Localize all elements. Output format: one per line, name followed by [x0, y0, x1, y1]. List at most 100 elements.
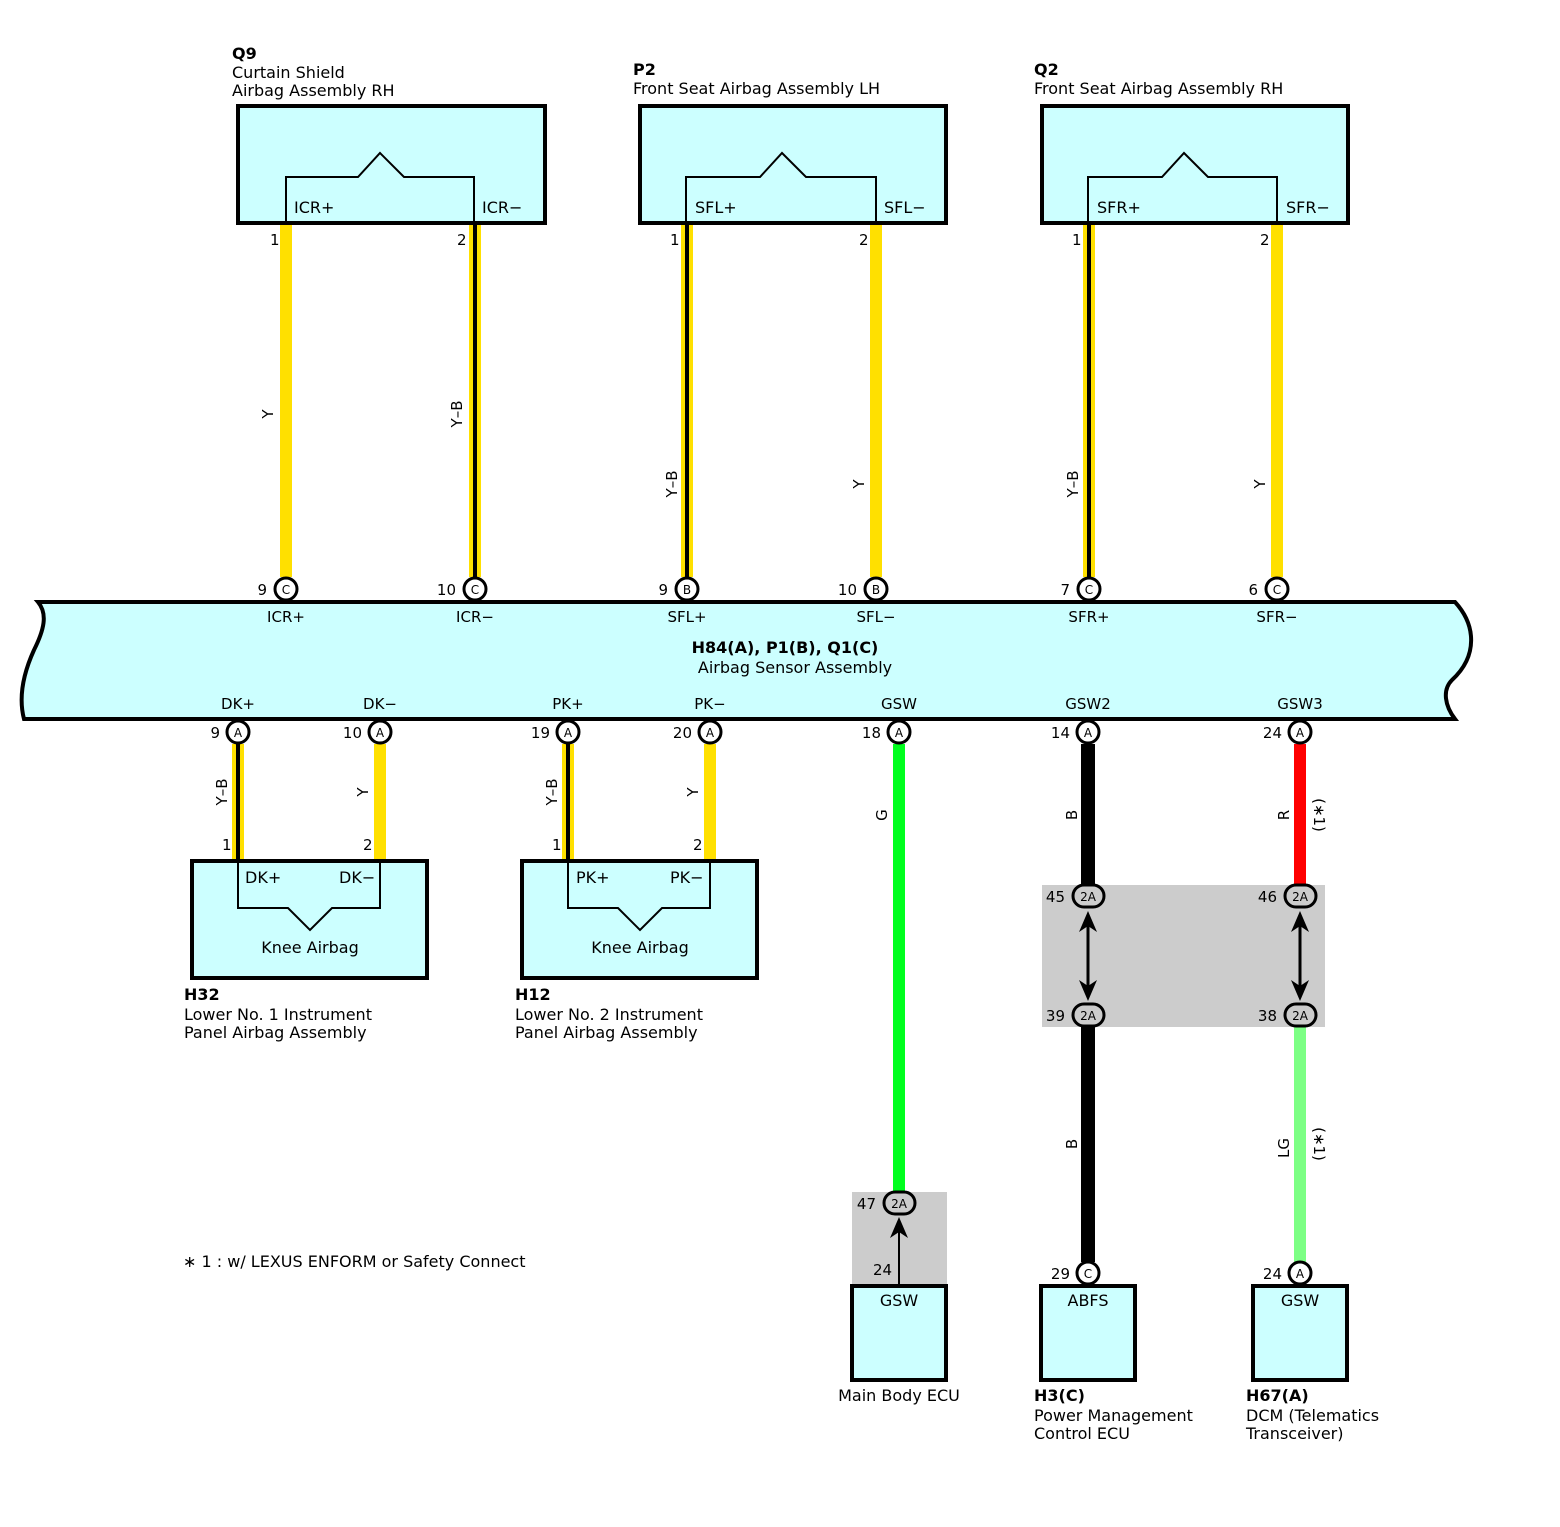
component-code: H32 — [184, 985, 220, 1004]
pin-number: 18 — [862, 724, 881, 742]
component-h12: PK+ PK− Knee Airbag H12 Lower No. 2 Inst… — [515, 859, 759, 1042]
wire-gsw: G — [873, 744, 905, 1192]
pin-number: 1 — [552, 836, 562, 854]
component-name-line2: Panel Airbag Assembly — [515, 1023, 698, 1042]
terminal-pos: SFL+ — [695, 198, 737, 217]
wire-sfl-neg: Y — [850, 225, 882, 577]
junction-connector: 2A 47 24 — [857, 1190, 917, 1279]
pin-number: 24 — [1263, 1265, 1282, 1283]
pin-number: 7 — [1060, 581, 1070, 599]
pin-number: 2 — [693, 836, 703, 854]
airbag-sensor-assembly — [19, 600, 1474, 721]
junction-code: 2A — [1292, 1009, 1309, 1023]
component-box — [520, 859, 759, 980]
junction-connector: 2A 39 — [1046, 1002, 1106, 1028]
terminal-neg: PK− — [670, 868, 704, 887]
pin-number: 1 — [222, 836, 232, 854]
pin-number: 10 — [343, 724, 362, 742]
component-code: H12 — [515, 985, 551, 1004]
junction-code: 2A — [891, 1197, 908, 1211]
component-main-body-ecu: GSW Main Body ECU — [838, 1284, 960, 1405]
terminal-label: ABFS — [1068, 1291, 1109, 1310]
connector-letter: A — [234, 726, 243, 740]
connector-pin: C 6 SFR− — [1248, 576, 1298, 626]
wire-color-label: Y–B — [663, 471, 681, 499]
component-code: Q2 — [1034, 60, 1059, 79]
component-name-line2: Panel Airbag Assembly — [184, 1023, 367, 1042]
pin-number: 10 — [838, 581, 857, 599]
component-q9: Q9 Curtain Shield Airbag Assembly RH ICR… — [232, 44, 547, 249]
junction-code: 2A — [1292, 890, 1309, 904]
connector-pin: C 9 ICR+ — [257, 576, 305, 626]
component-code: P2 — [633, 60, 656, 79]
terminal-pos: SFR+ — [1097, 198, 1141, 217]
connector-letter: A — [376, 726, 385, 740]
pin-number: 1 — [1072, 231, 1082, 249]
pin-number: 29 — [1051, 1265, 1070, 1283]
terminal-neg: ICR− — [482, 198, 522, 217]
pin-number: 2 — [1260, 231, 1270, 249]
wire-color-label: Y–B — [448, 401, 466, 429]
connector-letter: C — [1273, 583, 1281, 597]
connector-pin: A 18 — [862, 719, 912, 745]
junction-connector: 2A 45 — [1046, 883, 1106, 909]
terminal-pos: PK+ — [576, 868, 610, 887]
connector-letter: B — [683, 583, 691, 597]
connector-pin: B 10 SFL− — [838, 576, 896, 626]
wire-icr-pos: Y — [259, 225, 292, 577]
wire-pk-neg: Y 2 — [684, 744, 716, 860]
junction-arrows — [890, 911, 1309, 1286]
wire-dk-neg: Y 2 — [354, 744, 386, 860]
wire-color-label: Y–B — [1064, 471, 1082, 499]
connector-pin: A 10 — [343, 719, 393, 745]
sensor-terminal: PK+ — [552, 695, 583, 713]
connector-pin: B 9 SFL+ — [658, 576, 707, 626]
wire-color-label: Y — [259, 409, 277, 420]
component-h32: DK+ DK− Knee Airbag H32 Lower No. 1 Inst… — [184, 859, 429, 1042]
component-code: H67(A) — [1246, 1386, 1309, 1405]
connector-pin: A 14 — [1051, 719, 1101, 745]
terminal-neg: SFR− — [1286, 198, 1330, 217]
wire-sfl-pos: Y–B — [663, 225, 693, 577]
wire-color-label: Y–B — [213, 779, 231, 807]
pin-number: 1 — [270, 231, 280, 249]
terminal-pos: DK+ — [245, 868, 281, 887]
terminal-pos: ICR+ — [294, 198, 334, 217]
sensor-terminal: GSW3 — [1277, 695, 1323, 713]
connector-pin: C 7 SFR+ — [1060, 576, 1110, 626]
pin-number: 2 — [363, 836, 373, 854]
pin-number: 24 — [1263, 724, 1282, 742]
connector-letter: A — [1296, 726, 1305, 740]
component-box — [1251, 1284, 1349, 1382]
junction-code: 2A — [1080, 890, 1097, 904]
connector-pin: A 24 — [1263, 719, 1313, 745]
sensor-code: H84(A), P1(B), Q1(C) — [692, 638, 879, 657]
pin-number: 47 — [857, 1195, 876, 1213]
connector-letter: A — [895, 726, 904, 740]
connector-letter: C — [282, 583, 290, 597]
sensor-bottom-pins: A 9 A 10 A 19 A 20 A 18 A 14 — [210, 719, 1313, 745]
pin-number: 1 — [670, 231, 680, 249]
junction-code: 2A — [1080, 1009, 1097, 1023]
pin-number: 46 — [1258, 888, 1277, 906]
sensor-bottom-terminals: DK+ DK− PK+ PK− GSW GSW2 GSW3 — [221, 695, 1323, 713]
wire-color-label: R — [1275, 810, 1293, 820]
terminal-label: GSW — [880, 1291, 919, 1310]
component-name-line2: Transceiver) — [1245, 1424, 1344, 1443]
connector-letter: C — [1084, 1267, 1092, 1281]
component-code: H3(C) — [1034, 1386, 1085, 1405]
connector-pin: A 9 — [210, 719, 251, 745]
connector-letter: C — [471, 583, 479, 597]
component-h3: C 29 ABFS H3(C) Power Management Control… — [1034, 1260, 1193, 1443]
pin-number: 6 — [1248, 581, 1258, 599]
component-box — [190, 859, 429, 980]
terminal-label: GSW — [1281, 1291, 1320, 1310]
connector-letter: A — [706, 726, 715, 740]
pin-number: 38 — [1258, 1007, 1277, 1025]
component-name-line1: Curtain Shield — [232, 63, 345, 82]
wire-color-label: G — [873, 809, 891, 821]
squib-symbol — [237, 861, 381, 932]
connector-pin: A 19 — [531, 719, 581, 745]
knee-airbag-label: Knee Airbag — [261, 938, 359, 957]
pin-number: 2 — [457, 231, 467, 249]
